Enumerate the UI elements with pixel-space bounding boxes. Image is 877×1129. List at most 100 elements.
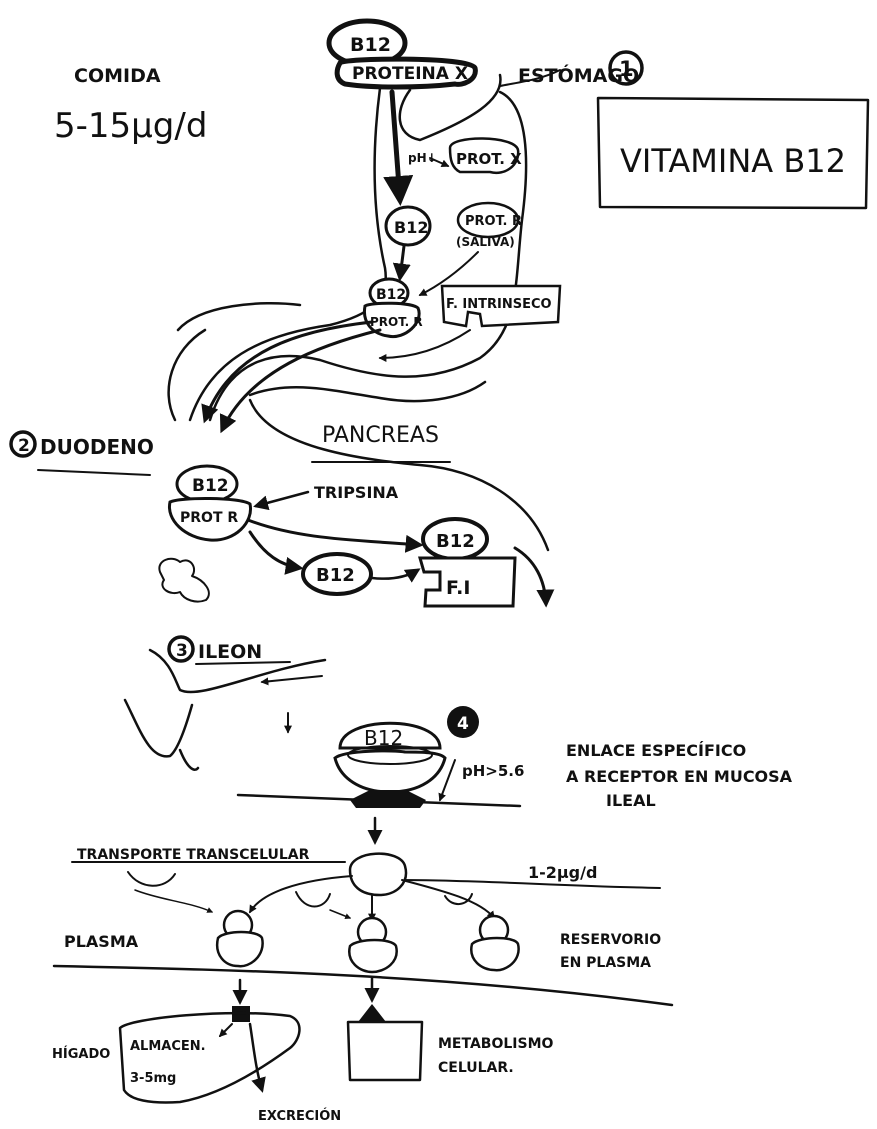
stomach-b12-shape xyxy=(384,205,432,247)
stomach-ph-mark: pH↓ xyxy=(408,151,437,165)
food-intake-value: 5-15µg/d xyxy=(54,106,207,146)
reservoir-line2: EN PLASMA xyxy=(560,955,651,971)
pancreas-fragment-sketch xyxy=(158,557,210,603)
title-box xyxy=(596,96,870,210)
food-complex-protein-shape xyxy=(334,56,478,90)
metabolism-line1: METABOLISMO xyxy=(438,1036,554,1052)
ileon-sketch xyxy=(123,698,200,771)
transport-line-right xyxy=(399,879,661,889)
transcobalamin-cup-3 xyxy=(444,893,473,905)
mucosa-receptor-block xyxy=(350,790,426,808)
stomach-complex-b12-label: B12 xyxy=(376,287,406,303)
cell-outline xyxy=(346,1020,424,1082)
receptor-b12-carrier xyxy=(333,749,447,794)
stomach-b12-label: B12 xyxy=(394,218,428,237)
step-2-number: 2 xyxy=(18,436,30,456)
reservoir-line1: RESERVORIO xyxy=(560,932,661,948)
metabolism-line2: CELULAR. xyxy=(438,1060,514,1076)
step-3-circle xyxy=(167,635,195,663)
step-4-circle xyxy=(447,706,479,738)
transcobalamin-cup-2 xyxy=(295,891,331,908)
trypsin-label: TRIPSINA xyxy=(314,483,399,502)
prot-r-saliva-line2: (SALIVA) xyxy=(456,235,515,249)
arrow-prot-r-to-fi xyxy=(246,518,424,553)
fi-complex-b12-label: B12 xyxy=(436,531,475,552)
duodenum-complex-prot-label: PROT R xyxy=(180,510,238,526)
title-text: VITAMINA B12 xyxy=(620,142,846,180)
arrow-complex-to-duodenum-1 xyxy=(201,320,374,424)
arrow-ph-to-receptor xyxy=(438,759,456,802)
food-complex: B12 PROTEINA X xyxy=(326,18,478,90)
liver-outline xyxy=(118,1011,301,1104)
arrow-fi-to-duodenum xyxy=(378,329,471,362)
duodenum-b12-label: B12 xyxy=(316,565,355,586)
stomach-outline xyxy=(167,69,561,422)
binding-line1: ENLACE ESPECÍFICO xyxy=(566,741,746,760)
arrow-fi-to-ileon xyxy=(513,546,555,608)
prot-r-saliva-shape xyxy=(456,201,520,239)
duodenum-b12-shape xyxy=(301,552,373,596)
binding-line2: A RECEPTOR EN MUCOSA xyxy=(566,767,793,786)
arrow-ileon-flow xyxy=(260,675,323,686)
receptor-b12-cap xyxy=(338,721,442,750)
arrow-complex-to-duodenum-2 xyxy=(219,328,382,434)
arrow-to-prot-x xyxy=(429,157,450,168)
duodenum-complex-prot-shape xyxy=(168,497,252,542)
arrow-b12-down xyxy=(392,244,411,282)
arrow-to-storage xyxy=(218,1023,233,1038)
excretion-label: EXCRECIÓN xyxy=(258,1108,341,1124)
binding-line3: ILEAL xyxy=(606,791,656,810)
ileon-underline xyxy=(195,661,291,665)
absorption-rate: 1-2µg/d xyxy=(528,863,597,882)
pancreas-label: PANCREAS xyxy=(322,423,439,448)
stomach-complex-prot-label: PROT. R xyxy=(370,315,423,329)
arrow-cup-1 xyxy=(134,889,214,913)
carrier-3-cup xyxy=(470,936,520,972)
step-4-number: 4 xyxy=(457,714,469,734)
arrow-release-duodenum-b12 xyxy=(248,530,304,575)
plasma-line xyxy=(52,964,674,1007)
liver-store-amount: 3-5mg xyxy=(130,1071,176,1086)
fi-complex-fi-shape xyxy=(418,556,517,608)
duodenum-complex-b12-label: B12 xyxy=(192,476,229,496)
food-complex-protein-label: PROTEINA X xyxy=(352,64,468,84)
plasma-label: PLASMA xyxy=(64,932,139,951)
fi-complex-fi-label: F.I xyxy=(446,577,470,599)
step-2-circle xyxy=(9,430,37,458)
intrinsic-factor-label: F. INTRINSECO xyxy=(446,297,552,312)
prot-r-saliva-line1: PROT. R xyxy=(465,214,522,229)
food-complex-b12-label: B12 xyxy=(350,34,391,56)
cell-receptor xyxy=(358,1004,386,1022)
liver-label: HÍGADO xyxy=(52,1046,110,1062)
food-label: COMIDA xyxy=(74,65,161,87)
prot-x-shape xyxy=(448,137,520,175)
receptor-inner-rim xyxy=(347,745,433,765)
step-1-number: 1 xyxy=(619,57,634,81)
step-3-number: 3 xyxy=(176,641,188,661)
receptor-ph-label: pH>5.6 xyxy=(462,762,524,780)
arrow-to-carrier-1 xyxy=(249,875,353,914)
arrow-to-carrier-3 xyxy=(401,879,495,920)
mucosa-membrane-line xyxy=(236,793,522,808)
intrinsic-factor-shape xyxy=(440,284,562,328)
ileon-wall xyxy=(148,648,327,694)
liver-store-label: ALMACEN. xyxy=(130,1039,206,1054)
stomach-complex-prot-shape xyxy=(362,301,421,339)
step-1-circle xyxy=(608,50,644,86)
duodenum-label: DUODENO xyxy=(40,435,154,459)
transcobalamin-cup-1 xyxy=(127,871,176,887)
carrier-2-cup xyxy=(348,938,398,974)
arrow-to-excretion xyxy=(248,1022,266,1093)
duodenum-wall xyxy=(248,398,550,552)
enterocyte-b12-shape xyxy=(348,852,408,897)
arrow-prot-r-to-complex xyxy=(418,251,479,296)
arrow-trypsin xyxy=(253,490,310,511)
arrow-cup-2 xyxy=(329,909,352,920)
transport-label: TRANSPORTE TRANSCELULAR xyxy=(77,847,310,863)
duodenum-underline xyxy=(37,469,151,476)
arrow-release-b12 xyxy=(383,89,414,206)
ileon-label: ILEON xyxy=(198,641,262,663)
carrier-1-cup xyxy=(215,930,264,968)
